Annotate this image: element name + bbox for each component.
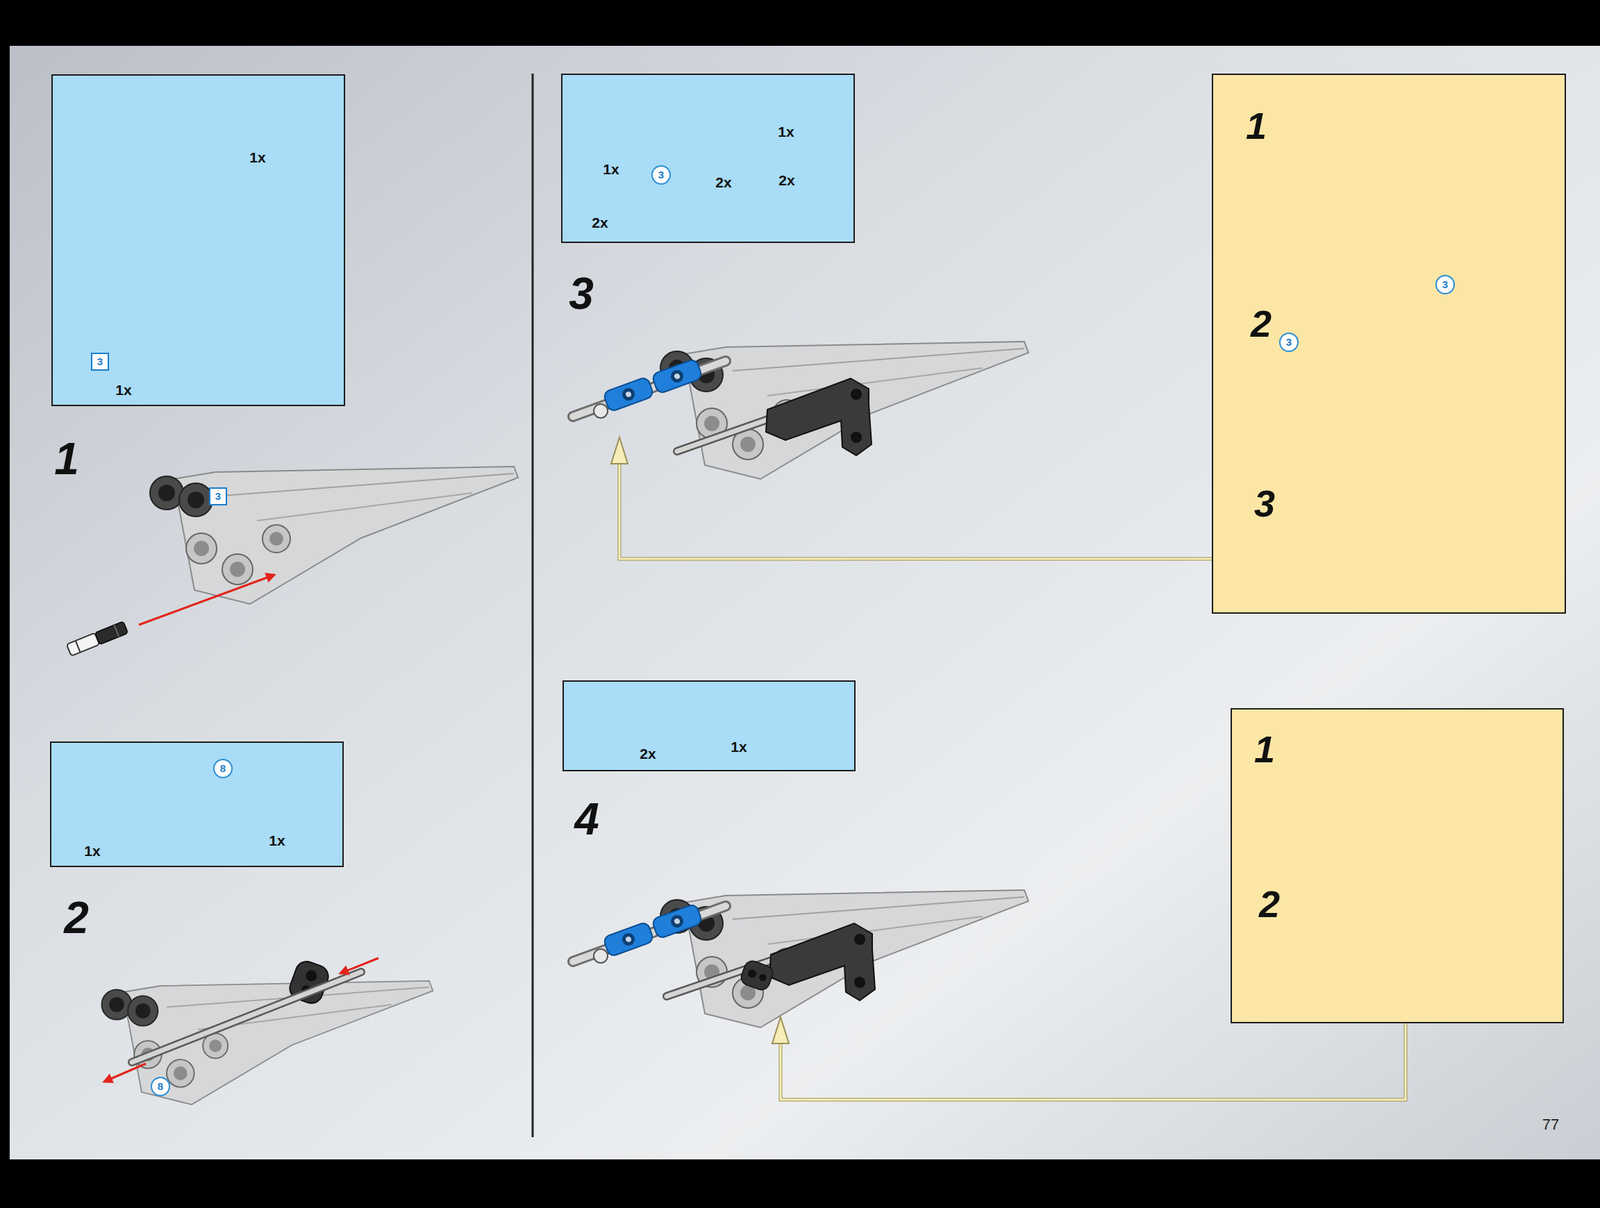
step-number: 2 xyxy=(63,895,89,941)
parts-list-box: 1x 3 2x 2x 1x 2x xyxy=(561,73,855,244)
page-number: 77 xyxy=(1542,1115,1560,1135)
quantity-label: 2x xyxy=(715,174,732,191)
part-callout: 3 xyxy=(209,487,228,506)
substep-number: 2 xyxy=(1250,304,1272,343)
substep-number: 1 xyxy=(1245,106,1267,145)
axle-length-callout: 3 xyxy=(1435,275,1455,295)
quantity-label: 1x xyxy=(730,738,747,756)
axle-length-callout: 8 xyxy=(150,1077,171,1097)
quantity-label: 1x xyxy=(84,843,100,860)
quantity-label: 2x xyxy=(639,745,656,763)
parts-list-box: 2x 1x xyxy=(562,680,856,772)
axle-length-callout: 3 xyxy=(651,165,671,185)
quantity-label: 1x xyxy=(602,161,619,178)
parts-list-box: 8 1x 1x xyxy=(50,741,344,868)
step-number: 4 xyxy=(574,797,600,842)
part-callout: 3 xyxy=(90,352,110,371)
substep-number: 2 xyxy=(1259,885,1280,923)
axle-length-callout: 8 xyxy=(213,759,233,779)
axle-length-callout: 3 xyxy=(1279,332,1299,353)
substep-number: 3 xyxy=(1254,484,1275,523)
sub-assembly-callout: 13233 xyxy=(1211,73,1566,614)
quantity-label: 2x xyxy=(591,214,608,232)
quantity-label: 1x xyxy=(777,123,794,141)
step-number: 3 xyxy=(568,271,594,316)
quantity-label: 2x xyxy=(778,172,795,189)
quantity-label: 1x xyxy=(249,149,266,166)
quantity-label: 1x xyxy=(115,381,132,399)
quantity-label: 1x xyxy=(268,832,285,850)
sub-assembly-callout: 12 xyxy=(1230,708,1564,1024)
step-number: 1 xyxy=(54,436,80,482)
parts-list-box: 1x 3 1x xyxy=(51,74,346,407)
substep-number: 1 xyxy=(1254,730,1275,769)
